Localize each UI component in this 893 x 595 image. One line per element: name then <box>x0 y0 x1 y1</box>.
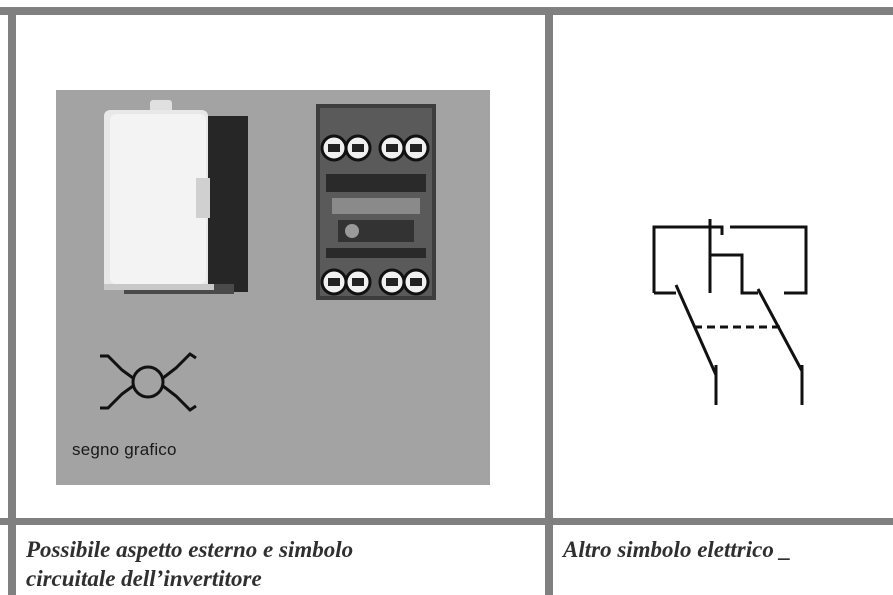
terminal-block-icon <box>316 104 436 300</box>
table-border-middle <box>0 518 893 525</box>
graphic-sign-label: segno grafico <box>72 440 177 459</box>
inverter-symbol-icon <box>100 352 197 412</box>
left-caption-line-1: Possibile aspetto esterno e simbolo <box>26 537 354 562</box>
right-caption: Altro simbolo elettrico _ <box>563 537 792 562</box>
rocker-switch-icon <box>104 100 248 294</box>
table-border-column-divider <box>545 7 553 595</box>
left-caption: Possibile aspetto esterno e simbolo circ… <box>26 535 536 593</box>
double-switch-symbol-icon <box>652 219 808 405</box>
device-photo: segno grafico <box>56 90 490 485</box>
table-border-top <box>0 7 893 15</box>
left-caption-line-2: circuitale dell’invertitore <box>26 566 262 591</box>
table-border-left <box>8 7 16 595</box>
